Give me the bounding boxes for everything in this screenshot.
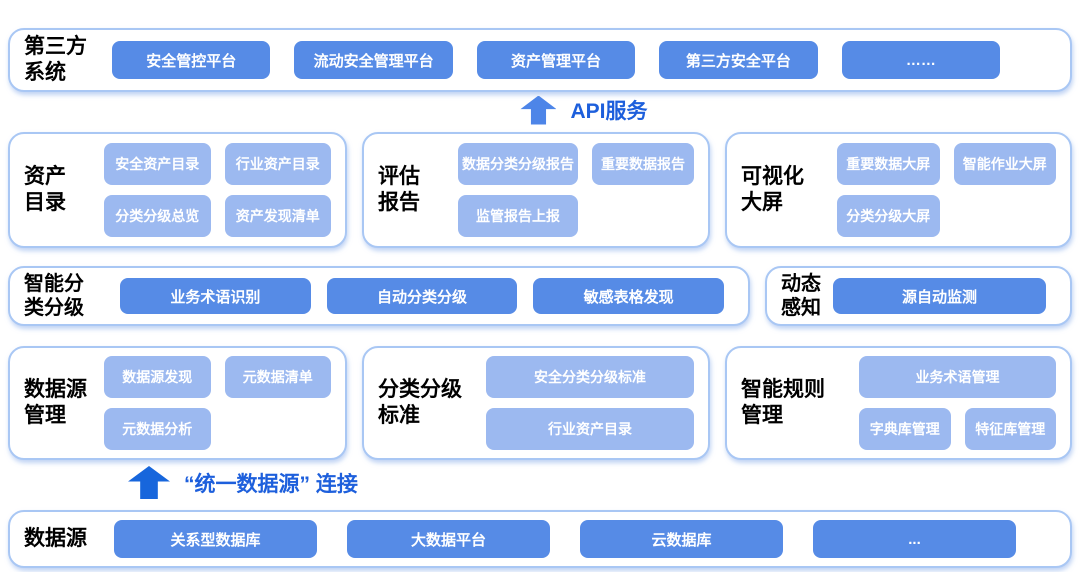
third-party-boxes: 安全管控平台 流动安全管理平台 资产管理平台 第三方安全平台 …… [112, 41, 1056, 79]
visualization-screen-boxes: 重要数据大屏 智能作业大屏 分类分级大屏 [837, 143, 1056, 237]
box-regulatory-report-submit: 监管报告上报 [458, 195, 578, 237]
api-arrow-label: API服务 [570, 100, 648, 123]
grid-spacer [954, 195, 1057, 237]
panel-title-asset-catalog: 资产 目录 [24, 164, 104, 215]
grid-spacer [592, 195, 694, 237]
asset-catalog-boxes: 安全资产目录 行业资产目录 分类分级总览 资产发现清单 [104, 143, 331, 237]
box-third-party-security-platform: 第三方安全平台 [659, 41, 818, 79]
evaluation-report-boxes: 数据分类分级报告 重要数据报告 监管报告上报 [458, 143, 694, 237]
unify-arrow-label: “统一数据源” 连接 [184, 472, 358, 496]
box-security-asset-catalog: 安全资产目录 [104, 143, 211, 185]
panel-title-line: 数据源 [24, 378, 87, 402]
box-classify-grade-screen: 分类分级大屏 [837, 195, 940, 237]
panel-title-line: 资产 [24, 165, 66, 189]
box-industry-asset-catalog: 行业资产目录 [224, 143, 331, 185]
up-arrow-icon [520, 95, 557, 125]
dynamic-sensing-boxes: 源自动监测 [833, 278, 1056, 314]
box-important-data-screen: 重要数据大屏 [837, 143, 940, 185]
box-data-classify-grade-report: 数据分类分级报告 [458, 143, 578, 185]
box-datasource-discovery: 数据源发现 [104, 356, 211, 398]
panel-title-line: 感知 [781, 297, 821, 319]
panel-title-intelligent-rule-management: 智能规则 管理 [741, 377, 859, 428]
panel-title-datasource-management: 数据源 管理 [24, 377, 104, 428]
panel-title-evaluation-report: 评估 报告 [378, 164, 458, 215]
unify-arrow-row: “统一数据源” 连接 [128, 466, 358, 499]
panel-dynamic-sensing: 动态 感知 源自动监测 [765, 266, 1072, 326]
panel-title-line: 管理 [24, 404, 66, 427]
box-sensitive-table-discovery: 敏感表格发现 [533, 278, 725, 314]
api-arrow-row: API服务 [0, 95, 1080, 125]
panel-title-datasource: 数据源 [24, 526, 114, 552]
panel-title-line: 动态 [781, 272, 821, 295]
box-asset-discovery-list: 资产发现清单 [224, 195, 331, 237]
panel-title-line: 数据源 [24, 527, 87, 551]
box-feature-lib-mgmt: 特征库管理 [964, 408, 1056, 450]
panel-asset-catalog: 资产 目录 安全资产目录 行业资产目录 分类分级总览 资产发现清单 [8, 132, 347, 248]
panel-intelligent-rule-management: 智能规则 管理 业务术语管理 字典库管理 特征库管理 [725, 346, 1072, 460]
panel-title-line: 大屏 [741, 191, 783, 214]
panel-visualization-screen: 可视化 大屏 重要数据大屏 智能作业大屏 分类分级大屏 [725, 132, 1072, 248]
panel-title-line: 可视化 [741, 165, 804, 189]
box-important-data-report: 重要数据报告 [592, 143, 694, 185]
grid-spacer [225, 408, 332, 450]
panel-title-line: 目录 [24, 191, 66, 214]
box-classify-grade-overview: 分类分级总览 [104, 195, 211, 237]
panel-title-line: 评估 [378, 165, 420, 189]
box-ellipsis-bottom: ... [813, 520, 1016, 558]
panel-third-party-systems: 第三方 系统 安全管控平台 流动安全管理平台 资产管理平台 第三方安全平台 …… [8, 28, 1072, 92]
box-flow-security-mgmt-platform: 流动安全管理平台 [294, 41, 453, 79]
box-relational-database: 关系型数据库 [114, 520, 317, 558]
box-metadata-list: 元数据清单 [224, 356, 331, 398]
box-business-term-mgmt: 业务术语管理 [859, 356, 1056, 398]
panel-title-line: 智能分 [24, 272, 84, 295]
panel-title-line: 第三方 [24, 35, 87, 59]
datasource-management-boxes: 数据源发现 元数据清单 元数据分析 [104, 356, 331, 450]
box-source-auto-monitor: 源自动监测 [833, 278, 1046, 314]
intelligent-classification-boxes: 业务术语识别 自动分类分级 敏感表格发现 [120, 278, 734, 314]
box-industry-asset-catalog-standard: 行业资产目录 [486, 408, 694, 450]
panel-title-line: 标准 [378, 404, 420, 427]
row-application-layer: 资产 目录 安全资产目录 行业资产目录 分类分级总览 资产发现清单 评估 报告 … [8, 132, 1072, 248]
panel-title-line: 分类分级 [378, 378, 462, 402]
row-management-layer: 数据源 管理 数据源发现 元数据清单 元数据分析 分类分级 标准 安全分类分级标… [8, 346, 1072, 460]
panel-title-dynamic-sensing: 动态 感知 [781, 272, 833, 321]
panel-datasource-management: 数据源 管理 数据源发现 元数据清单 元数据分析 [8, 346, 347, 460]
box-dictionary-lib-mgmt: 字典库管理 [859, 408, 951, 450]
classification-standard-boxes: 安全分类分级标准 行业资产目录 [486, 356, 694, 450]
up-arrow-icon [128, 466, 170, 499]
datasource-boxes: 关系型数据库 大数据平台 云数据库 ... [114, 520, 1056, 558]
box-asset-mgmt-platform: 资产管理平台 [476, 41, 636, 79]
row-intelligence-layer: 智能分 类分级 业务术语识别 自动分类分级 敏感表格发现 动态 感知 源自动监测 [8, 266, 1072, 326]
panel-intelligent-classification: 智能分 类分级 业务术语识别 自动分类分级 敏感表格发现 [8, 266, 750, 326]
box-ellipsis-top: …… [841, 41, 1001, 79]
box-security-control-platform: 安全管控平台 [112, 41, 271, 79]
box-intelligent-job-screen: 智能作业大屏 [953, 143, 1056, 185]
box-big-data-platform: 大数据平台 [347, 520, 550, 558]
panel-title-intelligent-classification: 智能分 类分级 [24, 272, 120, 321]
panel-title-line: 类分级 [24, 297, 84, 319]
intelligent-rule-management-boxes: 业务术语管理 字典库管理 特征库管理 [859, 356, 1056, 450]
panel-title-line: 报告 [378, 191, 420, 214]
box-auto-classify-grade: 自动分类分级 [326, 278, 518, 314]
panel-title-line: 系统 [24, 61, 66, 84]
box-security-classify-grade-standard: 安全分类分级标准 [486, 356, 694, 398]
box-metadata-analysis: 元数据分析 [104, 408, 211, 450]
panel-classification-standard: 分类分级 标准 安全分类分级标准 行业资产目录 [362, 346, 710, 460]
panel-evaluation-report: 评估 报告 数据分类分级报告 重要数据报告 监管报告上报 [362, 132, 710, 248]
panel-title-third-party-systems: 第三方 系统 [24, 34, 112, 85]
box-cloud-database: 云数据库 [580, 520, 783, 558]
panel-title-visualization-screen: 可视化 大屏 [741, 164, 837, 215]
panel-title-line: 智能规则 [741, 378, 825, 402]
box-business-term-recognition: 业务术语识别 [120, 278, 311, 314]
panel-title-classification-standard: 分类分级 标准 [378, 377, 486, 428]
panel-title-line: 管理 [741, 404, 783, 427]
panel-datasource: 数据源 关系型数据库 大数据平台 云数据库 ... [8, 510, 1072, 568]
